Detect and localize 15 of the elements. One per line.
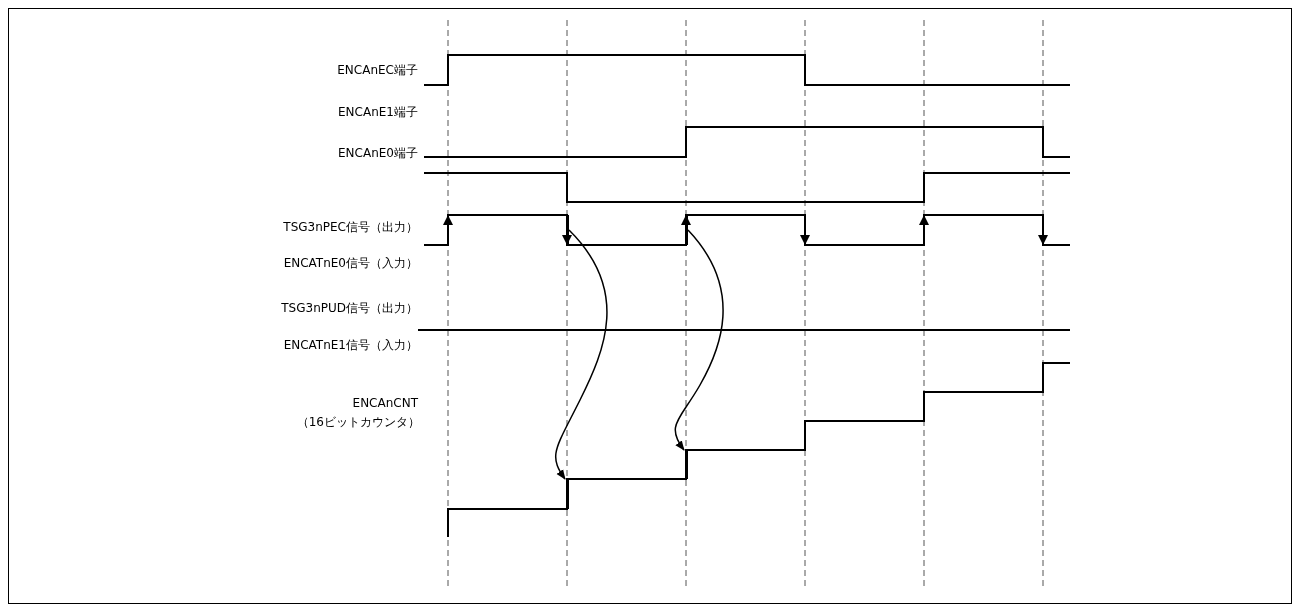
curved-arrow (555, 229, 608, 480)
signal-name: ENCAnCNT (352, 396, 418, 410)
signal-name: TSG3nPUD信号（出力） (281, 301, 418, 315)
signal-name: ENCAnE1端子 (338, 105, 418, 119)
signal-name: ENCAnEC端子 (337, 63, 418, 77)
signal-edge (685, 215, 688, 245)
signal-edge (685, 450, 688, 479)
signal-name: ENCAnE0端子 (338, 146, 418, 160)
signal-edge (566, 479, 569, 509)
signal-name: ENCATnE0信号（入力） (283, 256, 418, 270)
signal-name: ENCATnE1信号（入力） (283, 338, 418, 352)
curved-arrow (674, 229, 724, 451)
signal-edge (566, 215, 569, 245)
signal-name: （16ビットカウンタ） (296, 415, 420, 429)
signal-name: TSG3nPEC信号（出力） (283, 220, 418, 234)
